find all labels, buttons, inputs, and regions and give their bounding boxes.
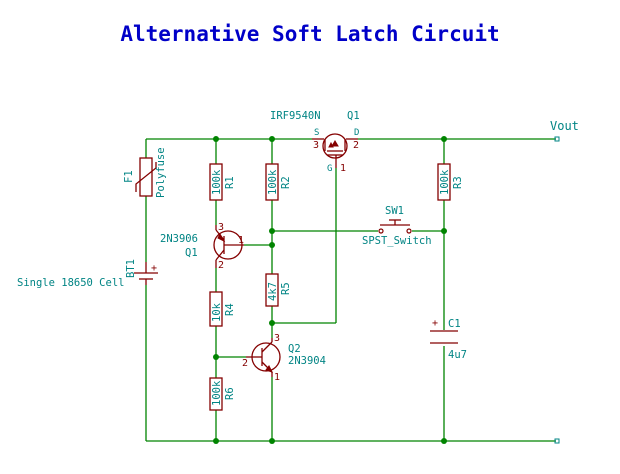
svg-text:SW1: SW1 — [385, 205, 404, 217]
switch-sw1: SW1 SPST_Switch — [362, 205, 432, 247]
svg-text:BT1: BT1 — [125, 259, 137, 278]
svg-text:R3: R3 — [452, 176, 464, 189]
resistor-r3: 100k R3 — [437, 163, 464, 201]
resistor-r5: 4k7 R5 — [265, 273, 292, 307]
resistor-r1: 100k R1 — [209, 163, 236, 201]
svg-text:Q1: Q1 — [347, 110, 360, 122]
transistor-2n3904: 3 2 1 Q2 2N3904 — [242, 333, 326, 383]
svg-text:1: 1 — [274, 372, 280, 383]
resistor-r6: 100k R6 — [209, 377, 236, 411]
svg-text:1: 1 — [340, 163, 346, 174]
svg-text:R1: R1 — [224, 176, 236, 189]
svg-text:100k: 100k — [211, 169, 223, 195]
mosfet-q1: IRF9540N Q1 S D G 3 2 1 — [270, 110, 360, 174]
svg-text:R6: R6 — [224, 387, 236, 400]
svg-text:4u7: 4u7 — [448, 349, 467, 361]
svg-text:3: 3 — [218, 222, 224, 233]
svg-text:S: S — [314, 128, 319, 138]
svg-text:100k: 100k — [211, 380, 223, 406]
svg-text:Vout: Vout — [550, 119, 579, 133]
resistor-r2: 100k R2 — [265, 163, 292, 201]
fuse-f1: F1 Polyfuse — [123, 147, 167, 198]
svg-text:4k7: 4k7 — [267, 282, 279, 301]
svg-text:10k: 10k — [211, 302, 223, 322]
svg-text:100k: 100k — [267, 169, 279, 195]
svg-text:R5: R5 — [280, 282, 292, 295]
svg-text:2: 2 — [353, 140, 359, 151]
svg-text:Q1: Q1 — [185, 247, 198, 259]
svg-text:IRF9540N: IRF9540N — [270, 110, 321, 122]
svg-text:2N3904: 2N3904 — [288, 355, 326, 367]
svg-text:Single 18650 Cell: Single 18650 Cell — [17, 277, 124, 289]
svg-text:+: + — [432, 318, 438, 329]
svg-text:100k: 100k — [439, 169, 451, 195]
svg-text:2: 2 — [242, 358, 248, 369]
svg-text:Polyfuse: Polyfuse — [155, 147, 167, 198]
transistor-2n3906: 3 1 2 2N3906 Q1 — [160, 222, 244, 271]
svg-text:+: + — [151, 263, 157, 274]
svg-text:C1: C1 — [448, 318, 461, 330]
svg-text:2: 2 — [218, 260, 224, 271]
svg-text:R2: R2 — [280, 176, 292, 189]
svg-text:R4: R4 — [224, 303, 236, 316]
svg-text:1: 1 — [238, 235, 244, 246]
svg-text:F1: F1 — [123, 170, 135, 183]
svg-text:Q2: Q2 — [288, 343, 301, 355]
svg-text:3: 3 — [313, 140, 319, 151]
junctions — [213, 136, 447, 444]
capacitor-c1: + C1 4u7 — [430, 318, 467, 361]
schematic-title: Alternative Soft Latch Circuit — [120, 22, 500, 46]
resistor-r4: 10k R4 — [209, 291, 236, 327]
wires — [145, 138, 556, 442]
svg-text:SPST_Switch: SPST_Switch — [362, 235, 432, 247]
battery-bt1: + BT1 Single 18650 Cell — [17, 259, 158, 289]
svg-text:2N3906: 2N3906 — [160, 233, 198, 245]
svg-text:3: 3 — [274, 333, 280, 344]
svg-text:D: D — [354, 128, 359, 138]
svg-text:G: G — [327, 164, 332, 174]
vout-label: Vout — [550, 119, 579, 444]
